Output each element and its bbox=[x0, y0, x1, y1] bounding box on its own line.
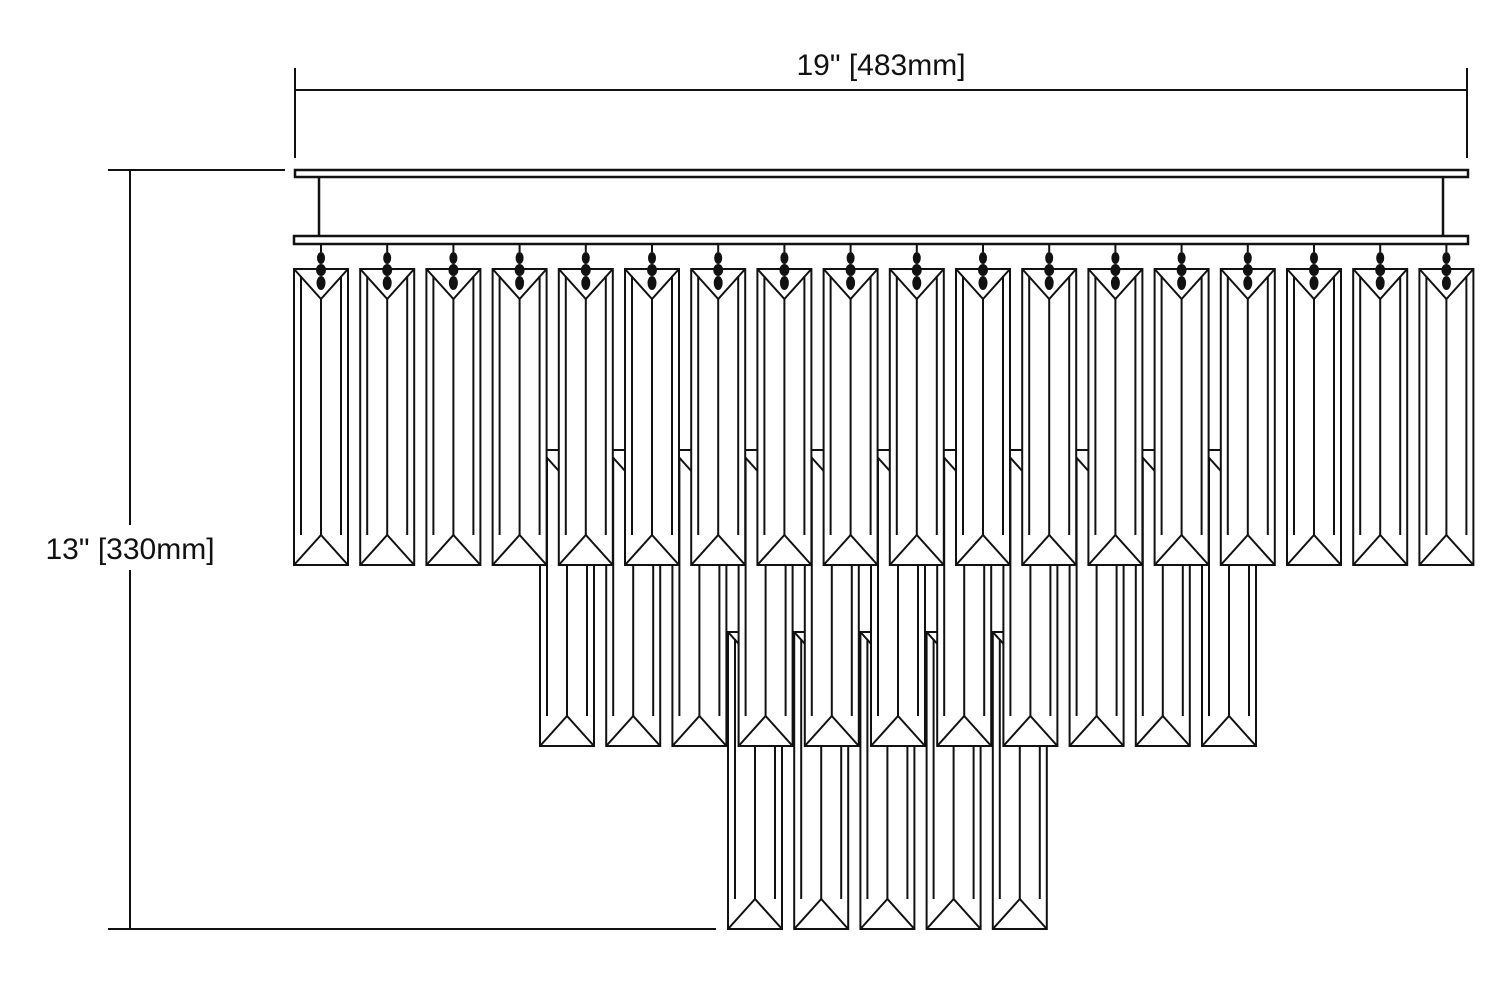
crystal-hanger bbox=[1044, 244, 1055, 290]
crystal-prism bbox=[955, 268, 1011, 566]
crystal-hanger bbox=[647, 244, 657, 290]
crystal-prism bbox=[1153, 268, 1210, 566]
crystal-prism bbox=[1418, 268, 1475, 566]
crystal-hangers bbox=[316, 244, 1452, 290]
crystal-hanger bbox=[580, 244, 591, 290]
crystal-prism bbox=[293, 268, 349, 566]
crystal-prism bbox=[1286, 268, 1342, 566]
crystal-tiers bbox=[293, 268, 1475, 930]
crystal-prism bbox=[425, 268, 482, 566]
crystal-prism bbox=[491, 268, 548, 566]
width-label: 19" [483mm] bbox=[796, 49, 965, 82]
tier-top bbox=[293, 268, 1475, 566]
crystal-hanger bbox=[779, 244, 790, 290]
canopy bbox=[292, 168, 1470, 246]
crystal-hanger bbox=[1110, 244, 1121, 290]
crystal-hanger bbox=[978, 244, 988, 290]
crystal-prism bbox=[1087, 268, 1144, 566]
crystal-hanger bbox=[845, 244, 856, 290]
height-label: 13" [330mm] bbox=[45, 533, 214, 566]
crystal-hanger bbox=[1309, 244, 1319, 290]
crystal-hanger bbox=[382, 244, 393, 290]
crystal-prism bbox=[756, 268, 813, 566]
crystal-prism bbox=[1352, 268, 1409, 566]
canopy-top-plate bbox=[293, 168, 1470, 179]
height-label-bg bbox=[28, 525, 233, 570]
crystal-prism bbox=[690, 268, 747, 566]
crystal-prism bbox=[1021, 268, 1078, 566]
crystal-hanger bbox=[448, 244, 459, 290]
crystal-hanger bbox=[1441, 244, 1452, 290]
crystal-prism bbox=[822, 268, 879, 566]
crystal-hanger bbox=[1176, 244, 1187, 290]
crystal-hanger bbox=[713, 244, 724, 290]
crystal-prism bbox=[624, 268, 680, 566]
crystal-hanger bbox=[911, 244, 922, 290]
crystal-prism bbox=[888, 268, 945, 566]
crystal-prism bbox=[557, 268, 614, 566]
crystal-prism bbox=[1219, 268, 1276, 566]
crystal-hanger bbox=[316, 244, 326, 290]
crystal-hanger bbox=[1242, 244, 1253, 290]
crystal-hanger bbox=[514, 244, 525, 290]
crystal-hanger bbox=[1375, 244, 1386, 290]
crystal-prism bbox=[359, 268, 416, 566]
canopy-bottom-plate bbox=[292, 234, 1470, 246]
width-dimension bbox=[294, 68, 1468, 158]
